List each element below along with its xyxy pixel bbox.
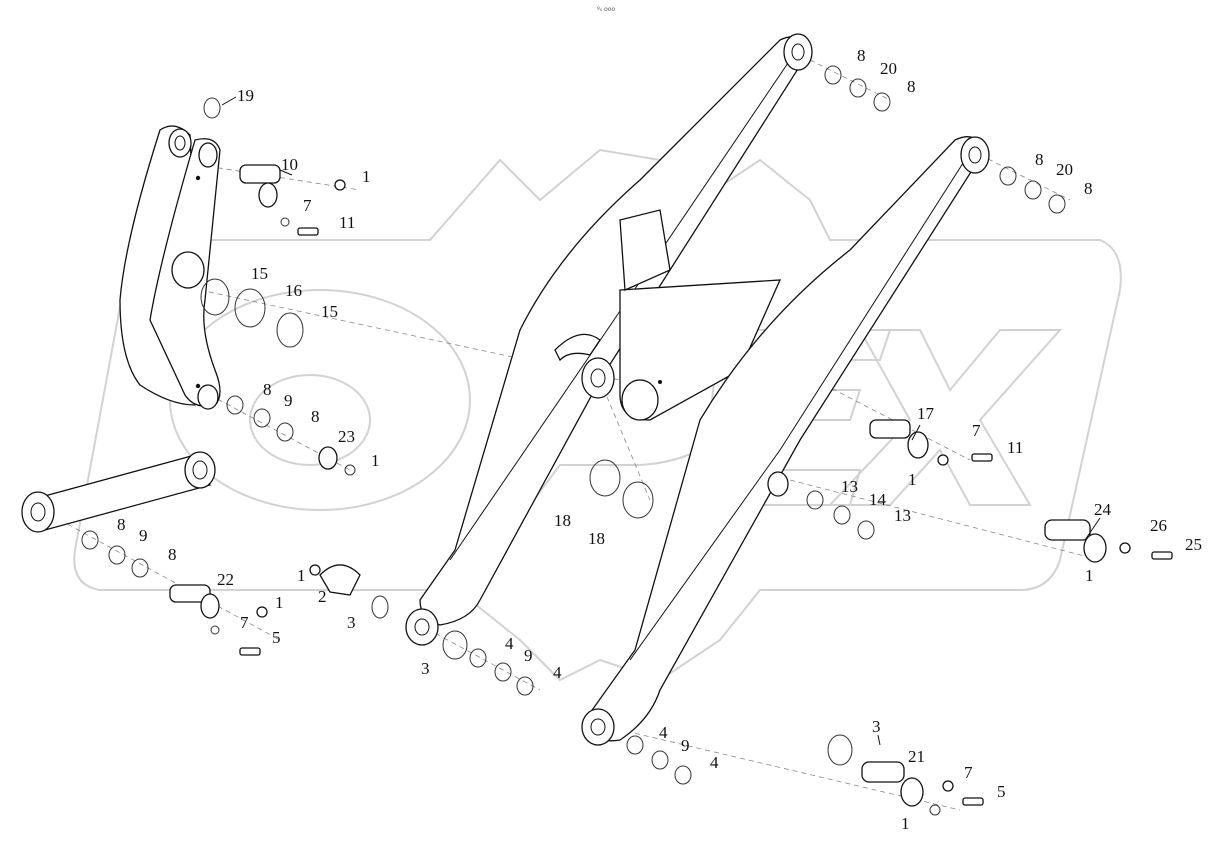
callout-23: 23 — [338, 427, 355, 446]
callout-4: 4 — [505, 634, 514, 653]
callout-21: 21 — [908, 747, 925, 766]
callout-4b: 4 — [553, 663, 562, 682]
callout-8: 8 — [263, 380, 272, 399]
callout-10: 10 — [281, 155, 298, 174]
callout-13: 13 — [841, 477, 858, 496]
callout-20b: 20 — [1056, 160, 1073, 179]
callout-7c: 7 — [240, 613, 249, 632]
callout-15: 15 — [251, 264, 268, 283]
callout-1f: 1 — [275, 593, 284, 612]
callout-9d: 9 — [681, 736, 690, 755]
callout-2: 2 — [318, 587, 327, 606]
callout-14: 14 — [869, 490, 886, 509]
callout-11: 11 — [339, 213, 356, 232]
callout-5: 5 — [272, 628, 281, 647]
boom-arm-right — [581, 136, 990, 746]
callout-8b: 8 — [311, 407, 320, 426]
callout-11b: 11 — [1007, 438, 1024, 457]
callout-1d: 1 — [1085, 566, 1094, 585]
callout-17: 17 — [917, 404, 934, 423]
callout-1e: 1 — [297, 566, 306, 585]
callout-3c: 3 — [872, 717, 881, 736]
callout-8d: 8 — [907, 77, 916, 96]
callout-13b: 13 — [894, 506, 911, 525]
callout-8e: 8 — [1035, 150, 1044, 169]
callout-7: 7 — [303, 196, 312, 215]
callout-8c: 8 — [857, 46, 866, 65]
callout-1g: 1 — [901, 814, 910, 833]
drawing-code: º₀ ооо — [597, 6, 616, 13]
callout-9c: 9 — [524, 646, 533, 665]
callout-3b: 3 — [421, 659, 430, 678]
callout-3: 3 — [347, 613, 356, 632]
callout-9b: 9 — [139, 526, 148, 545]
callout-5b: 5 — [997, 782, 1006, 801]
callout-20: 20 — [880, 59, 897, 78]
hardware-set — [81, 65, 1173, 816]
callout-26: 26 — [1150, 516, 1167, 535]
callout-15b: 15 — [321, 302, 338, 321]
callout-18b: 18 — [588, 529, 605, 548]
callout-8h: 8 — [168, 545, 177, 564]
callout-8g: 8 — [117, 515, 126, 534]
callout-9: 9 — [284, 391, 293, 410]
callout-18: 18 — [554, 511, 571, 530]
link-rod — [21, 451, 216, 533]
callout-22: 22 — [217, 570, 234, 589]
callout-1: 1 — [362, 167, 371, 186]
crossmember — [554, 209, 782, 421]
leader-lines — [221, 96, 1101, 746]
callout-7d: 7 — [964, 763, 973, 782]
callout-24: 24 — [1094, 500, 1111, 519]
boom-arm-left — [405, 33, 813, 646]
callout-1b: 1 — [371, 451, 380, 470]
callout-7b: 7 — [972, 421, 981, 440]
callout-16: 16 — [285, 281, 302, 300]
callout-25: 25 — [1185, 535, 1202, 554]
callout-4c: 4 — [659, 723, 668, 742]
callout-19: 19 — [237, 86, 254, 105]
bellcrank-lever — [119, 125, 221, 410]
callout-8f: 8 — [1084, 179, 1093, 198]
callout-1c: 1 — [908, 470, 917, 489]
callout-4d: 4 — [710, 753, 719, 772]
